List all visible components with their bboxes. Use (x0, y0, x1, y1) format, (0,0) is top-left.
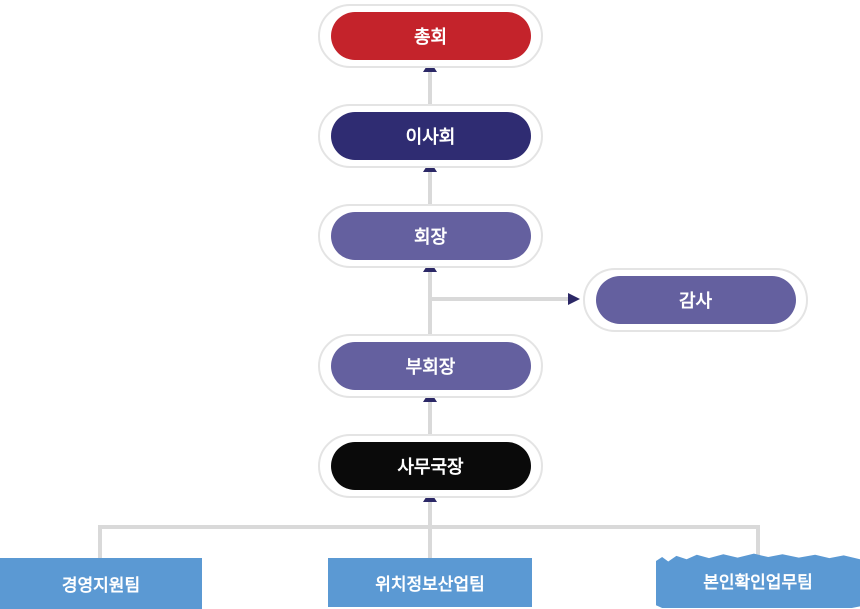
node-pill: 총회 (330, 12, 531, 60)
node-pill: 이사회 (330, 112, 531, 160)
node-chairman: 회장 (318, 204, 543, 268)
connector-chairman-vicechair (428, 268, 432, 334)
arrow-right-icon (568, 293, 580, 305)
node-pill: 부회장 (330, 342, 531, 390)
node-pill: 사무국장 (330, 442, 531, 490)
connector-vicechair-secretary (428, 398, 432, 434)
node-general-assembly: 총회 (318, 4, 543, 68)
node-pill: 회장 (330, 212, 531, 260)
node-vice-chairman: 부회장 (318, 334, 543, 398)
team-location-info-industry: 위치정보산업팀 (328, 558, 532, 607)
node-auditor: 감사 (583, 268, 808, 332)
node-label: 사무국장 (397, 457, 464, 477)
node-secretary-general: 사무국장 (318, 434, 543, 498)
node-label: 총회 (413, 27, 448, 47)
node-label: 회장 (413, 227, 448, 247)
connector-drop-right-team (756, 525, 760, 556)
node-pill: 감사 (595, 276, 796, 324)
connector-assembly-board (428, 68, 432, 104)
connector-board-chairman (428, 168, 432, 204)
node-label: 부회장 (405, 357, 456, 377)
team-label: 본인확인업무팀 (703, 572, 813, 592)
node-label: 감사 (678, 291, 713, 311)
node-label: 이사회 (405, 127, 456, 147)
team-identity-verification: 본인확인업무팀 (656, 553, 860, 608)
team-label: 경영지원팀 (61, 576, 141, 595)
connector-teams-horizontal (98, 525, 760, 529)
team-label: 위치정보산업팀 (375, 575, 485, 594)
connector-branch-auditor (430, 297, 574, 301)
team-management-support: 경영지원팀 (0, 558, 202, 609)
node-board-of-directors: 이사회 (318, 104, 543, 168)
connector-drop-left-team (98, 525, 102, 558)
